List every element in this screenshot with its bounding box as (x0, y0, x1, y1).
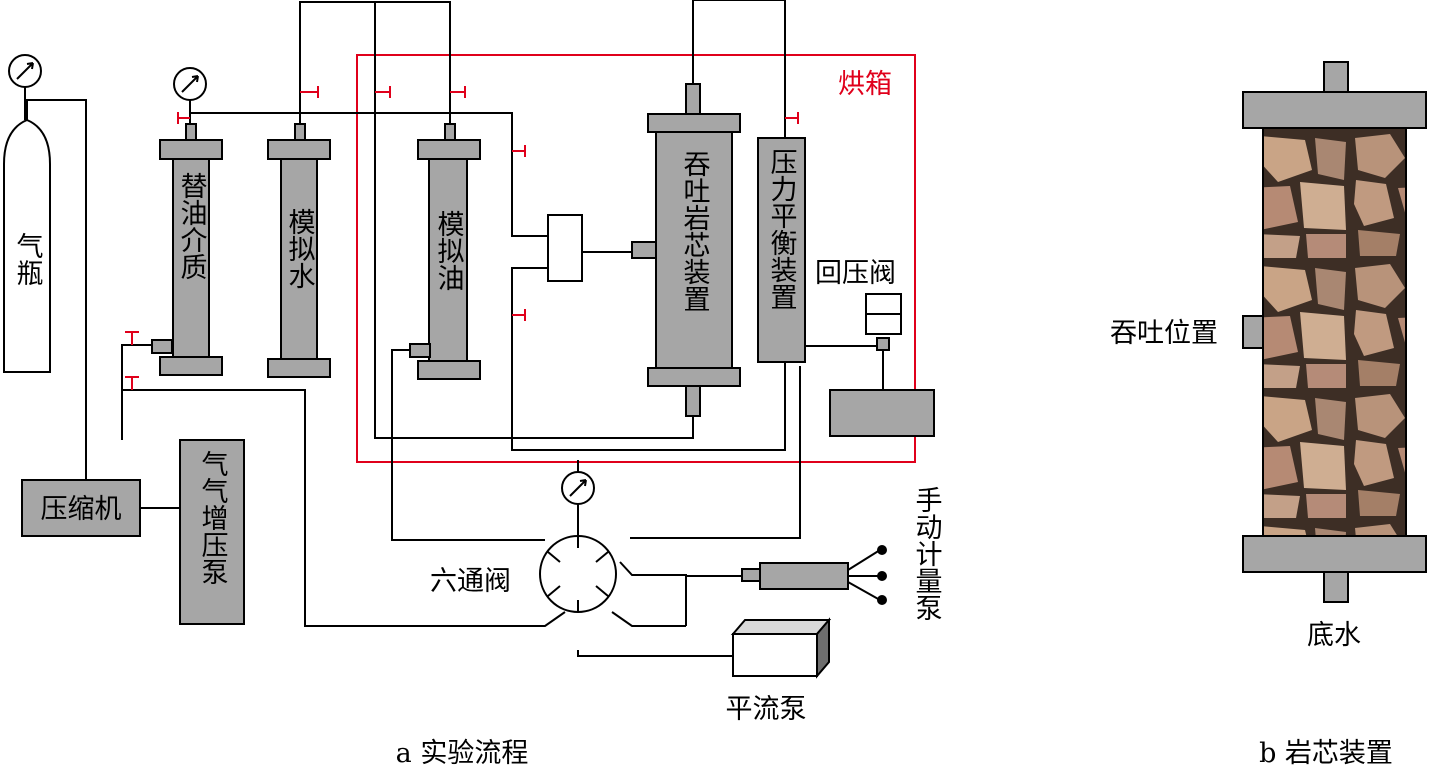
simulated-oil-label: 模拟油 (433, 210, 465, 291)
six-way-valve-label: 六通阀 (430, 566, 511, 597)
pipe-network (22, 0, 884, 657)
gas-cylinder-label: 气瓶 (12, 232, 44, 286)
junction-block (547, 214, 583, 282)
oil-replacement-medium-label: 替油介质 (176, 172, 208, 280)
back-pressure-valve: 回压阀 (815, 258, 935, 437)
compressor: 压缩机 (21, 479, 141, 537)
simulated-oil-column: 模拟油 (409, 123, 481, 380)
oven-outline (356, 54, 916, 463)
gas-cylinder: 气瓶 (3, 118, 51, 373)
manual-metering-pump: 手动计量泵 (741, 486, 942, 621)
pressure-gauge-icon (173, 67, 207, 113)
compressor-label: 压缩机 (41, 494, 122, 525)
rock-core (1262, 127, 1407, 537)
bottom-water-label: 底水 (1307, 620, 1361, 651)
diagram-a: 烘箱 (3, 0, 942, 769)
pressure-gauge-icon (561, 471, 595, 520)
simulated-water-label: 模拟水 (284, 208, 316, 289)
oven-label: 烘箱 (838, 69, 892, 100)
pressure-balance-device-label: 压力平衡装置 (766, 148, 798, 310)
constant-flow-pump: 平流泵 (726, 617, 832, 725)
huff-puff-core-device: 吞吐岩芯装置 (631, 83, 741, 417)
simulated-water-column: 模拟水 (267, 123, 331, 378)
back-pressure-valve-label: 回压阀 (815, 258, 896, 289)
caption-a: a 实验流程 (396, 738, 529, 769)
gas-booster-pump: 气气增压泵 (179, 439, 245, 625)
pressure-balance-device: 压力平衡装置 (757, 137, 806, 363)
pressure-gauge-icon (8, 54, 42, 120)
valve-markers (125, 86, 799, 390)
huff-puff-position-label: 吞吐位置 (1110, 318, 1218, 349)
caption-b: b 岩芯装置 (1259, 738, 1393, 769)
manual-metering-pump-label: 手动计量泵 (911, 486, 942, 621)
six-way-valve: 六通阀 (430, 520, 617, 613)
huff-puff-core-device-label: 吞吐岩芯装置 (679, 150, 711, 312)
oil-replacement-medium-column: 替油介质 (151, 123, 223, 376)
diagram-b: 吞吐位置 底水 b 岩芯装置 (1110, 61, 1427, 769)
constant-flow-pump-label: 平流泵 (726, 694, 807, 725)
gas-booster-pump-label: 气气增压泵 (197, 450, 229, 585)
